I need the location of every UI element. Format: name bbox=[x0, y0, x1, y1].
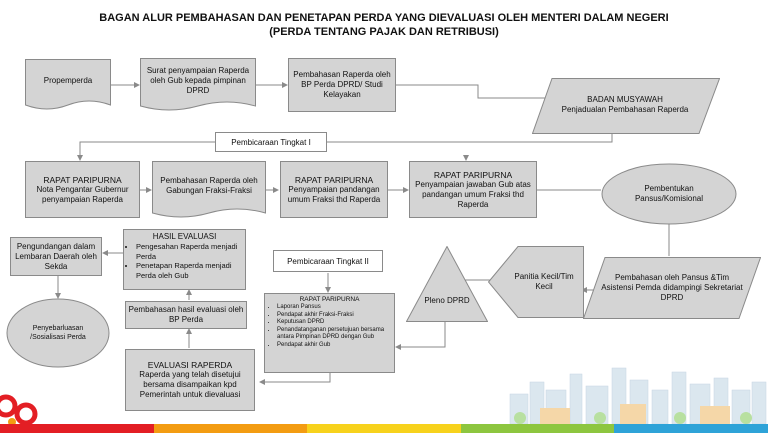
evaluasi-title: EVALUASI RAPERDA bbox=[147, 360, 233, 370]
pansus-node: Pembentukan Pansus/Komisional bbox=[634, 184, 704, 203]
rapat3-body: Penyampaian jawaban Gub atas pandangan u… bbox=[415, 179, 531, 209]
pansus-shape bbox=[601, 163, 737, 225]
evaluasi-body: Raperda yang telah disetujui bersama dis… bbox=[139, 370, 241, 399]
rapat1-body: Nota Pengantar Gubernur penyampaian Rape… bbox=[36, 184, 129, 204]
rapat-paripurna-4-node: RAPAT PARIPURNA Laporan Pansus Pendapat … bbox=[264, 293, 395, 373]
rapat-paripurna-1-node: RAPAT PARIPURNA Nota Pengantar Gubernur … bbox=[25, 161, 140, 218]
bottom-color-bar bbox=[0, 424, 768, 433]
pembahasan-bp-node: Pembahasan Raperda oleh BP Perda DPRD/ S… bbox=[288, 58, 396, 112]
gabungan-shape bbox=[152, 161, 266, 218]
hasil-list: Pengesahan Raperda menjadi Perda Penetap… bbox=[126, 242, 243, 280]
logo-icon bbox=[0, 394, 38, 426]
pleno-node: Pleno DPRD bbox=[424, 296, 470, 305]
panitia-shape bbox=[488, 246, 584, 318]
hasil-title: HASIL EVALUASI bbox=[152, 232, 217, 241]
bamus-body: Penjadualan Pembahasan Raperda bbox=[561, 105, 689, 114]
bamus-node: BADAN MUSYAWAH Penjadualan Pembahasan Ra… bbox=[550, 80, 700, 130]
pembahasan-pansus-node: Pembahasan oleh Pansus &Tim Asistensi Pe… bbox=[601, 273, 743, 302]
rapat4-item: Penandatanganan persetujuan bersama anta… bbox=[277, 327, 392, 342]
pembahasan-hasil-evaluasi-node: Pembahasan hasil evaluasi oleh BP Perda bbox=[125, 301, 247, 329]
rapat4-title: RAPAT PARIPURNA bbox=[299, 296, 360, 303]
propemperda-shape bbox=[25, 59, 111, 110]
bar-segment-yellow bbox=[307, 424, 461, 433]
rapat-paripurna-2-node: RAPAT PARIPURNA Penyampaian pandangan um… bbox=[280, 161, 388, 218]
hasil-item: Penetapan Raperda menjadi Perda oleh Gub bbox=[136, 261, 243, 280]
rapat4-item: Pendapat akhir Gub bbox=[277, 342, 392, 350]
diagram-title-line1: BAGAN ALUR PEMBAHASAN DAN PENETAPAN PERD… bbox=[99, 12, 669, 24]
rapat4-list: Laporan Pansus Pendapat akhir Fraksi-Fra… bbox=[267, 304, 392, 350]
rapat4-item: Keputusan DPRD bbox=[277, 319, 392, 327]
bar-segment-orange bbox=[153, 424, 308, 433]
rapat4-item: Pendapat akhir Fraksi-Fraksi bbox=[277, 312, 392, 320]
rapat2-title: RAPAT PARIPURNA bbox=[294, 174, 374, 185]
rapat3-title: RAPAT PARIPURNA bbox=[433, 169, 513, 180]
rapat-paripurna-3-node: RAPAT PARIPURNA Penyampaian jawaban Gub … bbox=[409, 161, 537, 218]
diagram-title-line2: (PERDA TENTANG PAJAK DAN RETRIBUSI) bbox=[269, 26, 499, 38]
hasil-evaluasi-node: HASIL EVALUASI Pengesahan Raperda menjad… bbox=[123, 229, 246, 290]
pembicaraan-tingkat-2-label: Pembicaraan Tingkat II bbox=[273, 250, 383, 272]
pembicaraan-tingkat-1-label: Pembicaraan Tingkat I bbox=[215, 132, 327, 152]
bamus-title: BADAN MUSYAWAH bbox=[587, 95, 663, 104]
penyebarluasan-node: Penyebarluasan /Sosialisasi Perda bbox=[30, 325, 86, 341]
city-skyline-illustration bbox=[509, 367, 767, 424]
bamus-shape bbox=[532, 78, 720, 134]
pembahasan-pansus-shape bbox=[583, 257, 761, 319]
pleno-shape bbox=[406, 246, 488, 322]
panitia-node: Panitia Kecil/Tim Kecil bbox=[514, 272, 574, 291]
penyebarluasan-shape bbox=[6, 298, 110, 368]
propemperda-node: Propemperda bbox=[43, 76, 93, 85]
pengundangan-node: Pengundangan dalam Lembaran Daerah oleh … bbox=[10, 237, 102, 276]
rapat2-body: Penyampaian pandangan umum Fraksi thd Ra… bbox=[287, 184, 381, 204]
surat-shape bbox=[140, 58, 256, 111]
bar-segment-red bbox=[0, 424, 154, 433]
surat-node: Surat penyampaian Raperda oleh Gub kepad… bbox=[146, 66, 250, 95]
rapat4-item: Laporan Pansus bbox=[277, 304, 392, 312]
gabungan-node: Pembahasan Raperda oleh Gabungan Fraksi-… bbox=[160, 176, 258, 195]
bar-segment-green bbox=[460, 424, 615, 433]
bar-segment-blue bbox=[614, 424, 768, 433]
hasil-item: Pengesahan Raperda menjadi Perda bbox=[136, 242, 243, 261]
rapat1-title: RAPAT PARIPURNA bbox=[43, 174, 122, 185]
evaluasi-raperda-node: EVALUASI RAPERDA Raperda yang telah dise… bbox=[125, 349, 255, 411]
